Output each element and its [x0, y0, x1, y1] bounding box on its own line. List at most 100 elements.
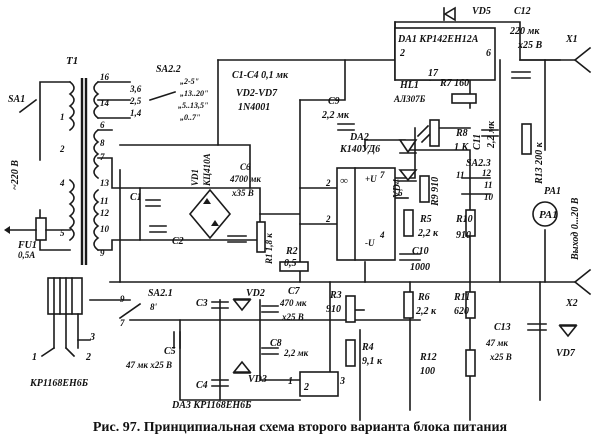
rectifier-section: C1 C2 VD1 КЦ410А C6 4700 мк х35 В R1 1,8…: [130, 153, 274, 265]
x2-label: X2: [565, 298, 578, 309]
pkg-pin1: 1: [32, 352, 37, 363]
r3-label: R3: [329, 290, 342, 301]
c9-capacitor: [337, 123, 355, 131]
sa21-contact: [118, 302, 142, 320]
vd2-diode: [232, 299, 252, 312]
switch-sa22: SA2.2 3,6 2,5 1,4 „2-5" „13..20" „5..13,…: [129, 64, 208, 122]
r7-label: R7 160: [439, 78, 469, 89]
c12-label: C12: [514, 6, 531, 17]
vd4-label: VD4: [392, 179, 403, 198]
vd3-label: VD3: [248, 374, 267, 385]
hl1-led: [398, 139, 418, 154]
da3-pin3: 3: [339, 376, 345, 387]
r11-value: 620: [454, 306, 469, 317]
c11-value: 2,2 мк: [486, 120, 497, 149]
c10-label: C10: [412, 246, 429, 257]
c5-label: C5: [164, 346, 176, 357]
x1-terminal: [573, 46, 592, 74]
regulator-da1: DA1 КР142ЕН12А 2 6 17: [394, 27, 496, 81]
pin-8: 8: [100, 138, 105, 148]
opamp-da2: DA2 К140УД6 ∞ +U -U 2 2 6 7 4: [325, 132, 403, 261]
r12-resistor: [465, 349, 476, 377]
mains-arrow-icon: [4, 226, 10, 234]
r11-resistor: [465, 291, 476, 319]
r6-resistor: [403, 291, 414, 319]
vd1-bridge: [188, 188, 232, 240]
pa1-scale-label: Выход 0...20 В: [570, 197, 581, 261]
r12-value: 100: [420, 366, 435, 377]
sa22-label: SA2.2: [156, 64, 181, 75]
c13-label: C13: [494, 322, 511, 333]
sa22-pos3: 1,4: [130, 108, 142, 118]
c8-value: 2,2 мк: [283, 348, 309, 358]
pin-4: 4: [59, 178, 65, 188]
sa23-pin11: 11: [484, 180, 493, 190]
package-pin-leaders: [40, 339, 91, 358]
pin-7: 7: [100, 152, 105, 162]
c9-value: 2,2 мк: [321, 110, 350, 121]
c8-capacitor: [261, 347, 279, 355]
r5-resistor: [403, 209, 414, 237]
c5-value: 47 мк х25 В: [125, 360, 172, 370]
bridge-diode-icon: [211, 220, 219, 226]
r3-value: 910: [326, 304, 341, 315]
da2-type: К140УД6: [339, 144, 380, 155]
pin-14: 14: [100, 98, 110, 108]
c7-voltage: х25 В: [281, 312, 304, 322]
sa21-label: SA2.1: [148, 288, 173, 299]
c13-voltage: х25 В: [489, 352, 512, 362]
pin-10: 10: [100, 224, 110, 234]
r13-resistor: [521, 123, 532, 155]
sa23-pin10: 10: [484, 192, 494, 202]
c7-value: 470 мк: [279, 298, 307, 308]
pin-13: 13: [100, 178, 110, 188]
sa1-label: SA1: [8, 94, 25, 105]
pa1-label: PA1: [544, 186, 561, 197]
x1-label: X1: [565, 34, 578, 45]
pa1-meter: [532, 201, 558, 227]
transformer-pins: 1 2 4 5 16 14 6 8 7 13 11 12 10 9: [59, 72, 110, 258]
c10-capacitor: [399, 253, 421, 261]
da2-pin6: 6: [398, 188, 403, 198]
da1-pin2: 2: [399, 48, 405, 59]
package-drawing: 1 2 3 КР1168ЕН6Б: [29, 277, 95, 389]
c12-capacitor: [511, 71, 531, 79]
pkg-pin3: 3: [89, 332, 95, 343]
da1-pin6: 6: [486, 48, 491, 59]
c3-capacitor: [211, 301, 229, 309]
da2-body: [336, 167, 396, 261]
pa1-symbol: PA1: [539, 209, 558, 221]
r5-label: R5: [419, 214, 432, 225]
da2-label: DA2: [349, 132, 369, 143]
c8-label: C8: [270, 338, 282, 349]
c12-value: 220 мк: [509, 26, 540, 37]
c3-label: C3: [196, 298, 208, 309]
transformer-t1: T1: [39, 55, 141, 265]
c5-capacitor: [173, 331, 181, 349]
da2-pin4: 4: [379, 230, 385, 240]
c6-value: 4700 мк: [229, 174, 261, 184]
regulator-da3: 1 2 3 DA3 КР1168ЕН6Б: [171, 371, 345, 411]
c4-capacitor: [211, 379, 229, 387]
fu1-label: FU1: [17, 240, 37, 251]
r9-label: R9 910: [430, 177, 441, 207]
fu1-fuse: [35, 217, 47, 241]
r4-label: R4: [361, 342, 374, 353]
x2-terminal: [573, 268, 592, 296]
bridge-diode-icon: [203, 198, 211, 204]
sa21-pin9: 9: [120, 294, 125, 304]
c2-capacitor: [149, 225, 167, 233]
sa22-range-3: „5..13,5": [178, 101, 208, 110]
sa23-pin11b: 11: [456, 170, 465, 180]
r10-label: R10: [455, 214, 473, 225]
r6-label: R6: [417, 292, 430, 303]
hl1-type: АЛ307Б: [393, 94, 426, 104]
r8-value: 1 К: [454, 142, 470, 153]
c12-voltage: х25 В: [517, 40, 543, 51]
da3-label: DA3 КР1168ЕН6Б: [171, 400, 252, 411]
r8-resistor: [429, 119, 440, 147]
pin-6: 6: [100, 120, 105, 130]
sa21-pos: 8': [150, 302, 158, 312]
da1-label: DA1 КР142ЕН12А: [397, 34, 479, 45]
